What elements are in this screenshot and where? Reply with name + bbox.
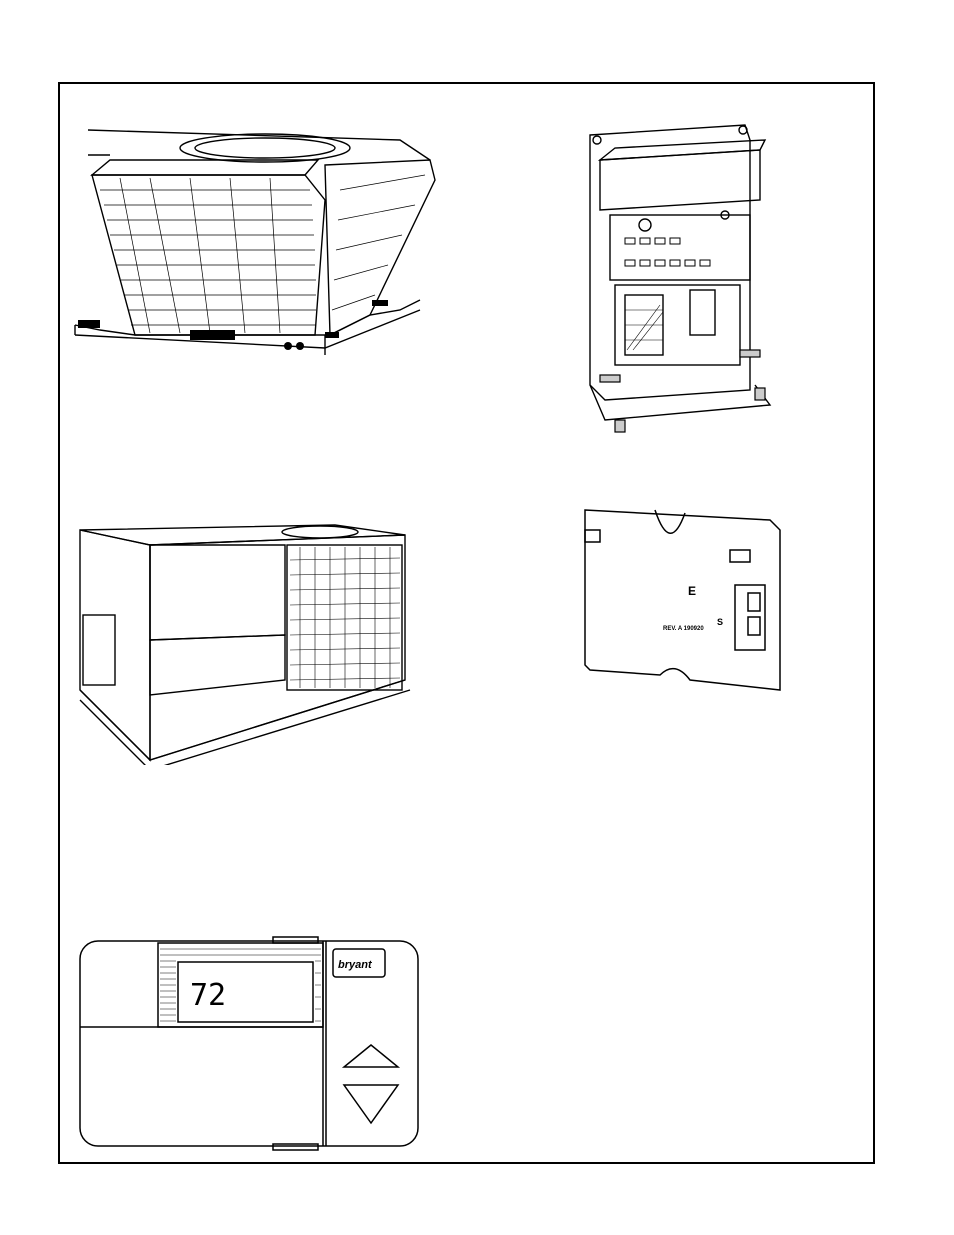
sensor-label-s: S bbox=[717, 617, 723, 627]
sensor-label-e: E bbox=[688, 584, 696, 598]
rooftop-unit-slanted-coil-figure bbox=[70, 120, 440, 370]
control-board-bracket-figure bbox=[585, 120, 795, 455]
rooftop-unit-grille-figure bbox=[75, 520, 420, 765]
triangle-down-icon[interactable] bbox=[342, 1083, 402, 1125]
sensor-module-figure: E S REV. A 190920 bbox=[580, 505, 785, 700]
thermostat-figure: 72 bryant bbox=[78, 935, 423, 1155]
bryant-logo-text: bryant bbox=[338, 959, 373, 971]
sensor-revision-text: REV. A 190920 bbox=[663, 626, 704, 632]
thermostat-display-value: 72 bbox=[190, 978, 226, 1013]
